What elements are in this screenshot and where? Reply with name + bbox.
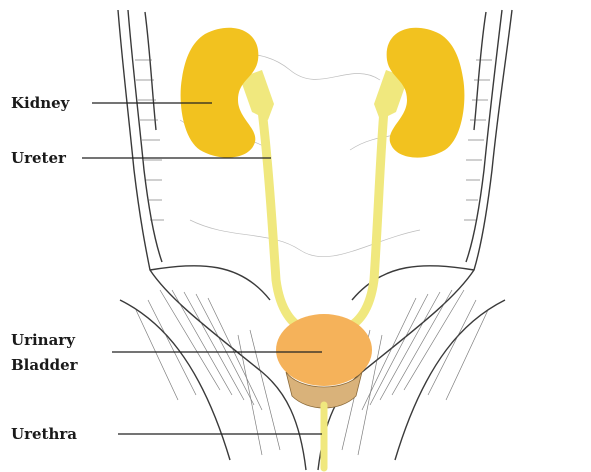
urethra-label: Urethra (11, 424, 77, 444)
urinary-bladder-label-line1: Urinary (11, 330, 75, 350)
ureter-label: Ureter (11, 148, 66, 168)
urinary-bladder (276, 314, 372, 386)
kidney-label: Kidney (11, 93, 69, 113)
left-ureter (262, 110, 306, 330)
leader-lines (82, 103, 322, 434)
urinary-bladder-label-line2: Bladder (11, 355, 78, 375)
ureters (262, 110, 384, 330)
